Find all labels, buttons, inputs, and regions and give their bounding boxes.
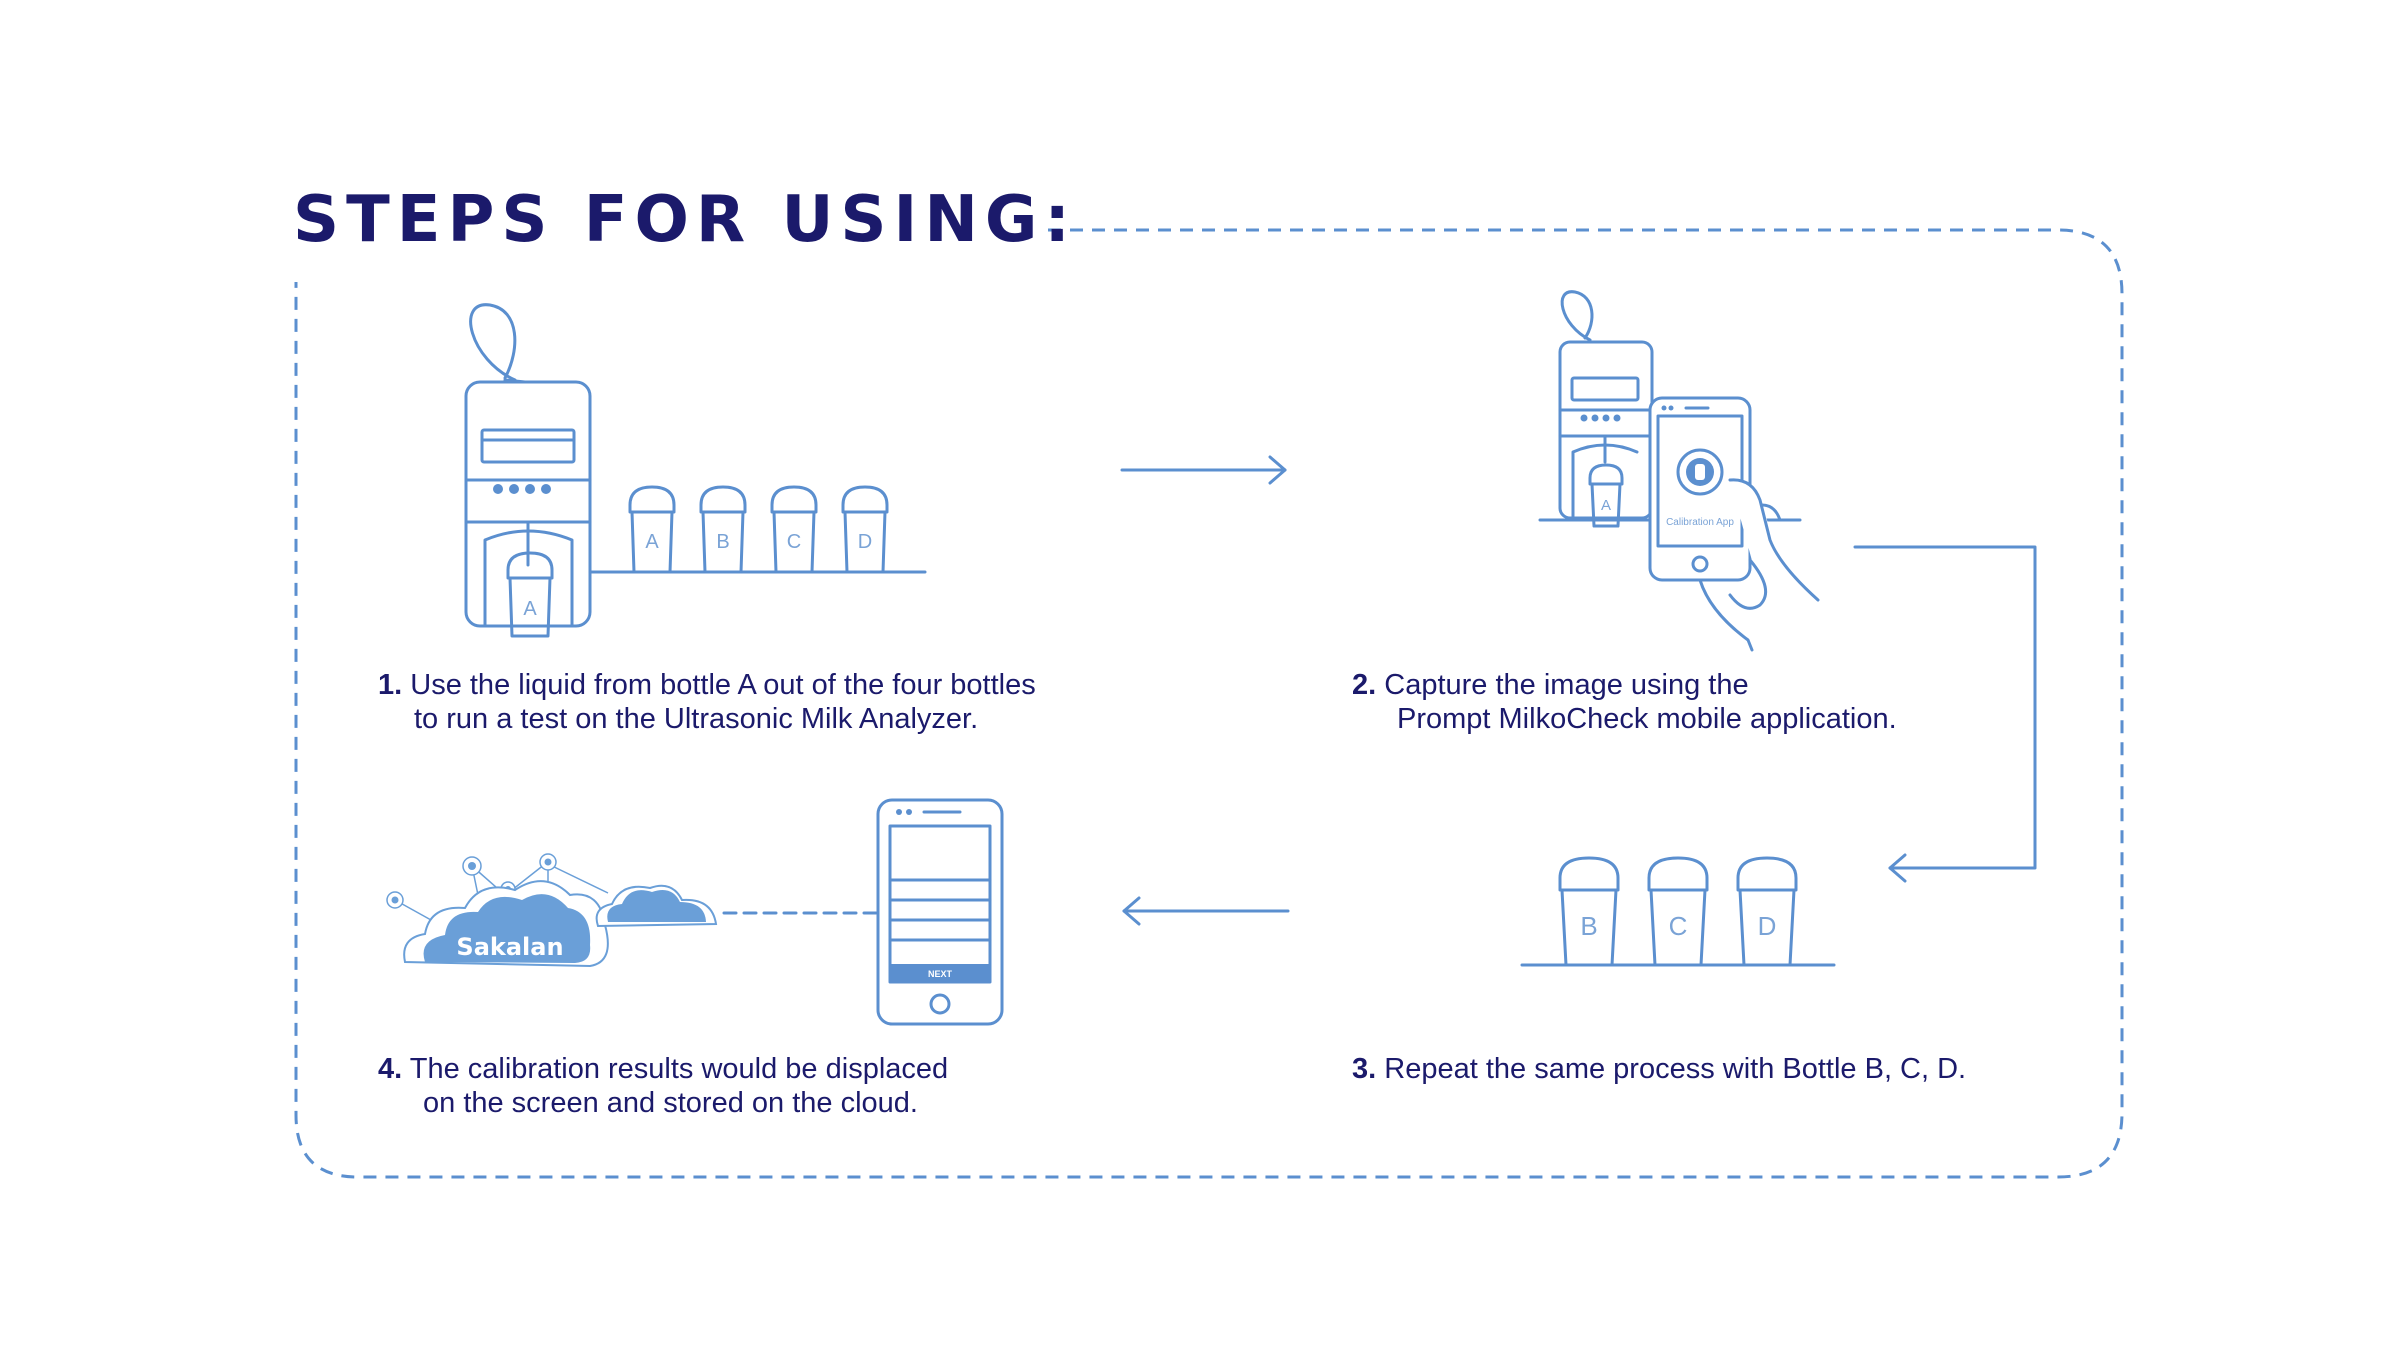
bottle-label: D bbox=[858, 531, 872, 553]
bottle-icon: C bbox=[1647, 856, 1709, 967]
bottle-icon: D bbox=[1736, 856, 1798, 967]
step-4-text: 4. The calibration results would be disp… bbox=[378, 1052, 948, 1120]
dashed-frame bbox=[294, 228, 2124, 1179]
bottle-label: B bbox=[716, 531, 729, 553]
bottle-icon: A bbox=[1588, 463, 1624, 528]
arrow-right-icon bbox=[1120, 455, 1287, 485]
bottle-label: A bbox=[523, 598, 537, 620]
arrow-left-icon bbox=[1122, 896, 1290, 926]
step-line-1: The calibration results would be displac… bbox=[409, 1053, 949, 1085]
step-number: 3. bbox=[1352, 1053, 1377, 1085]
connector-arrow-icon bbox=[1853, 545, 2037, 883]
bottle-row-1: A B C D bbox=[628, 485, 889, 574]
bottle-icon: B bbox=[1558, 856, 1620, 967]
step-line-2: on the screen and stored on the cloud. bbox=[423, 1087, 918, 1119]
bottle-icon: C bbox=[770, 485, 818, 574]
hand-icon bbox=[1698, 478, 1820, 652]
bottle-label: D bbox=[1758, 911, 1777, 941]
bottle-label: B bbox=[1580, 911, 1597, 941]
phone-icon: NEXT bbox=[876, 798, 1004, 1026]
bottle-label: A bbox=[645, 531, 659, 553]
step-number: 1. bbox=[378, 669, 403, 701]
analyzer-icon bbox=[464, 303, 592, 628]
page-title: STEPS FOR USING: bbox=[293, 183, 1077, 257]
next-button-label: NEXT bbox=[928, 969, 953, 979]
cloud-icon: Sakalan bbox=[386, 853, 718, 968]
bottle-label: A bbox=[1601, 497, 1611, 514]
bottle-icon: A bbox=[506, 551, 554, 638]
bottle-icon: D bbox=[841, 485, 889, 574]
bottle-label: C bbox=[787, 531, 801, 553]
step-number: 2. bbox=[1352, 669, 1377, 701]
step-line-1: Use the liquid from bottle A out of the … bbox=[410, 669, 1036, 701]
bottle-icon: A bbox=[628, 485, 676, 574]
phone-icon: Calibration App bbox=[1648, 396, 1752, 582]
step-line-1: Repeat the same process with Bottle B, C… bbox=[1384, 1053, 1967, 1085]
step-1-text: 1. Use the liquid from bottle A out of t… bbox=[378, 668, 1036, 736]
bottle-row-3: B C D bbox=[1558, 856, 1798, 967]
bottle-icon: B bbox=[699, 485, 747, 574]
step-number: 4. bbox=[378, 1053, 403, 1085]
step-2-text: 2. Capture the image using the Prompt Mi… bbox=[1352, 668, 1897, 736]
app-label: Calibration App bbox=[1666, 517, 1734, 528]
step-line-1: Capture the image using the bbox=[1384, 669, 1749, 701]
step-line-2: to run a test on the Ultrasonic Milk Ana… bbox=[414, 703, 979, 735]
step-3-text: 3. Repeat the same process with Bottle B… bbox=[1352, 1052, 1966, 1086]
bottle-label: C bbox=[1669, 911, 1688, 941]
cloud-brand-logo: Sakalan bbox=[456, 933, 563, 961]
step-line-2: Prompt MilkoCheck mobile application. bbox=[1397, 703, 1897, 735]
